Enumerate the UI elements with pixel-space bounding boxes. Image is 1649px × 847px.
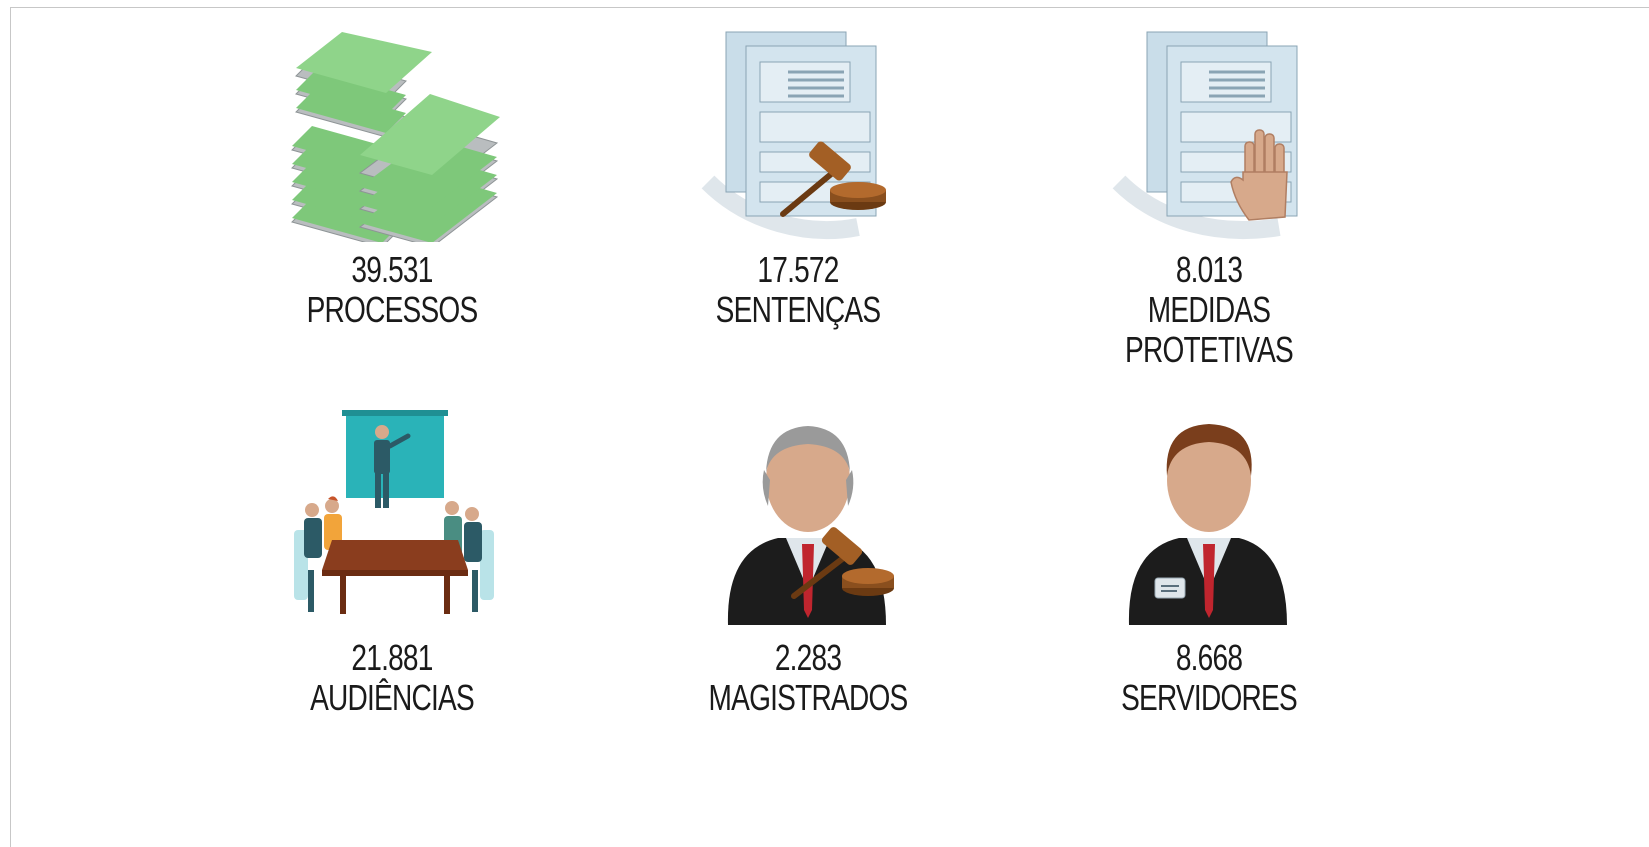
employee-icon (1099, 410, 1319, 630)
stat-value: 21.881 (351, 637, 433, 678)
stat-label: PROCESSOS (306, 289, 479, 330)
stat-label: MAGISTRADOS (708, 677, 909, 718)
stat-audiencias: 21.881 AUDIÊNCIAS (212, 410, 572, 718)
document-gavel-icon (688, 22, 908, 242)
stat-magistrados: 2.283 MAGISTRADOS (628, 410, 988, 718)
stat-processos: 39.531 PROCESSOS (212, 22, 572, 330)
judge-icon (698, 410, 918, 630)
stat-value: 8.668 (1175, 637, 1243, 678)
page-frame (10, 7, 1649, 847)
stat-value: 8.013 (1175, 249, 1243, 290)
stat-medidas-protetivas: 8.013 MEDIDAS PROTETIVAS (1029, 22, 1389, 370)
document-hand-icon (1099, 22, 1319, 242)
stat-value: 2.283 (774, 637, 842, 678)
stat-sentencas: 17.572 SENTENÇAS (618, 22, 978, 330)
stat-label: SERVIDORES (1121, 677, 1298, 718)
stat-value: 17.572 (757, 249, 839, 290)
stat-value: 39.531 (351, 249, 433, 290)
stat-label: SENTENÇAS (715, 289, 881, 330)
stat-servidores: 8.668 SERVIDORES (1029, 410, 1389, 718)
stat-label: MEDIDAS PROTETIVAS (1125, 289, 1294, 370)
stacked-folders-icon (282, 22, 502, 242)
stat-label: AUDIÊNCIAS (310, 677, 475, 718)
meeting-icon (282, 410, 502, 630)
